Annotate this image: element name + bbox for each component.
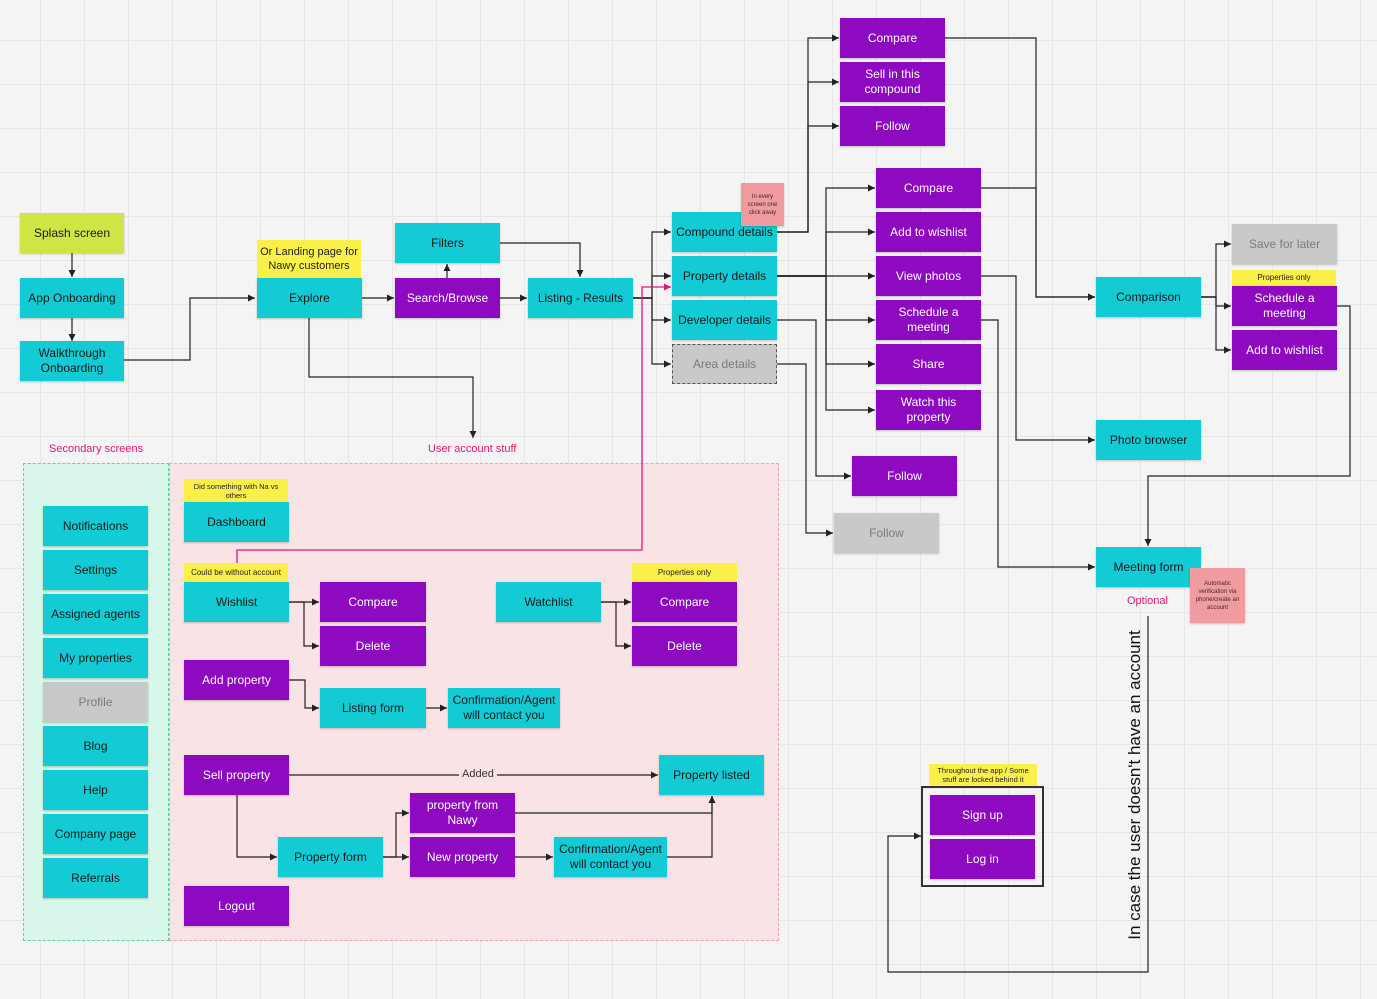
- edge-property-schedule: [777, 275, 875, 324]
- profile-node: Profile: [43, 682, 148, 722]
- new-property-node: New property: [410, 837, 515, 877]
- sell-in-compound-node: Sell in this compound: [840, 62, 945, 102]
- my-properties-node: My properties: [43, 638, 148, 678]
- blog-node: Blog: [43, 726, 148, 766]
- save-for-later-node: Save for later: [1232, 224, 1337, 264]
- developer-follow-node: Follow: [852, 456, 957, 496]
- throughout-app-note: Throughout the app / Some stuff are lock…: [929, 764, 1037, 786]
- confirmation-agent-node-1: Confirmation/Agent will contact you: [448, 688, 560, 728]
- edge-listing-area: [633, 297, 671, 368]
- logout-node: Logout: [184, 886, 289, 926]
- edge-property-watch: [777, 275, 875, 414]
- explore-node: Explore: [257, 278, 362, 318]
- add-to-wishlist-node: Add to wishlist: [876, 212, 981, 252]
- edge-comparison-save: [1201, 240, 1231, 298]
- help-node: Help: [43, 770, 148, 810]
- secondary-screens-label: Secondary screens: [49, 443, 144, 455]
- edge-property-wishlist: [777, 228, 875, 277]
- user-account-stuff-label: User account stuff: [428, 443, 517, 455]
- watchlist-delete-node: Delete: [632, 626, 737, 666]
- landing-page-note: Or Landing page for Nawy customers: [257, 240, 361, 278]
- add-property-node: Add property: [184, 660, 289, 700]
- properties-only-comparison-note: Properties only: [1232, 270, 1336, 286]
- compound-compare-node: Compare: [840, 18, 945, 58]
- edge-explore-user-account: [308, 318, 477, 438]
- edge-photos-photo-browser: [981, 275, 1095, 444]
- property-compare-node: Compare: [876, 168, 981, 208]
- edge-schedule-meeting-form: [981, 319, 1095, 571]
- edge-property-compare: [777, 184, 875, 277]
- compound-follow-node: Follow: [840, 106, 945, 146]
- wishlist-delete-node: Delete: [320, 626, 426, 666]
- wishlist-node: Wishlist: [184, 582, 289, 622]
- wishlist-compare-node: Compare: [320, 582, 426, 622]
- added-edge-label: Added: [459, 768, 497, 780]
- area-details-node: Area details: [672, 344, 777, 384]
- automatic-verification-note: Automatic verification via phone/create …: [1190, 568, 1245, 623]
- notifications-node: Notifications: [43, 506, 148, 546]
- edge-listing-compound: [633, 228, 671, 299]
- watch-property-node: Watch this property: [876, 390, 981, 430]
- edge-area-follow: [777, 363, 833, 537]
- edge-comparison-wishlist: [1201, 296, 1231, 354]
- confirmation-agent-node-2: Confirmation/Agent will contact you: [554, 837, 667, 877]
- dashboard-note: Did something with Na vs others: [184, 479, 288, 502]
- comparison-add-to-wishlist-node: Add to wishlist: [1232, 330, 1337, 370]
- company-page-node: Company page: [43, 814, 148, 854]
- dashboard-node: Dashboard: [184, 502, 289, 542]
- edge-developer-follow: [777, 319, 851, 480]
- edge-comparison-schedule: [1201, 296, 1231, 310]
- photo-browser-node: Photo browser: [1096, 420, 1201, 460]
- app-onboarding-node: App Onboarding: [20, 278, 124, 318]
- watchlist-note: Properties only: [632, 563, 737, 582]
- property-form-node: Property form: [278, 837, 383, 877]
- optional-label: Optional: [1127, 595, 1168, 607]
- view-photos-node: View photos: [876, 256, 981, 296]
- splash-screen-node: Splash screen: [20, 213, 124, 253]
- edge-property-compare-comparison: [981, 187, 1095, 301]
- settings-node: Settings: [43, 550, 148, 590]
- assigned-agents-node: Assigned agents: [43, 594, 148, 634]
- edge-walkthrough-explore: [124, 294, 255, 361]
- referrals-node: Referrals: [43, 858, 148, 898]
- edge-listing-developer: [633, 297, 671, 324]
- area-follow-node: Follow: [834, 513, 939, 553]
- search-browse-node: Search/Browse: [395, 278, 500, 318]
- property-details-node: Property details: [672, 256, 777, 296]
- edge-compound-follow: [777, 122, 839, 233]
- comparison-schedule-meeting-node: Schedule a meeting: [1232, 286, 1337, 326]
- edge-property-share: [777, 275, 875, 368]
- log-in-node: Log in: [930, 839, 1035, 879]
- edge-compound-sell: [777, 78, 839, 233]
- listing-results-node: Listing - Results: [528, 278, 633, 318]
- edge-compound-compare: [777, 34, 839, 233]
- filters-node: Filters: [395, 223, 500, 263]
- comparison-node: Comparison: [1096, 277, 1201, 317]
- property-from-nawy-node: property from Nawy: [410, 793, 515, 833]
- every-screen-note: In every screen one click away: [741, 183, 784, 226]
- watchlist-compare-node: Compare: [632, 582, 737, 622]
- edge-filters-listing: [500, 242, 584, 277]
- property-listed-node: Property listed: [659, 755, 764, 795]
- share-node: Share: [876, 344, 981, 384]
- walkthrough-onboarding-node: Walkthrough Onboarding: [20, 341, 124, 381]
- no-account-label: In case the user doesn't have an account: [1125, 630, 1144, 940]
- sell-property-node: Sell property: [184, 755, 289, 795]
- watchlist-node: Watchlist: [496, 582, 601, 622]
- listing-form-node: Listing form: [320, 688, 426, 728]
- edge-listing-property: [633, 272, 671, 299]
- meeting-form-node: Meeting form: [1096, 547, 1201, 587]
- wishlist-note: Could be without account: [184, 563, 288, 582]
- sign-up-node: Sign up: [930, 795, 1035, 835]
- schedule-meeting-node: Schedule a meeting: [876, 300, 981, 340]
- developer-details-node: Developer details: [672, 300, 777, 340]
